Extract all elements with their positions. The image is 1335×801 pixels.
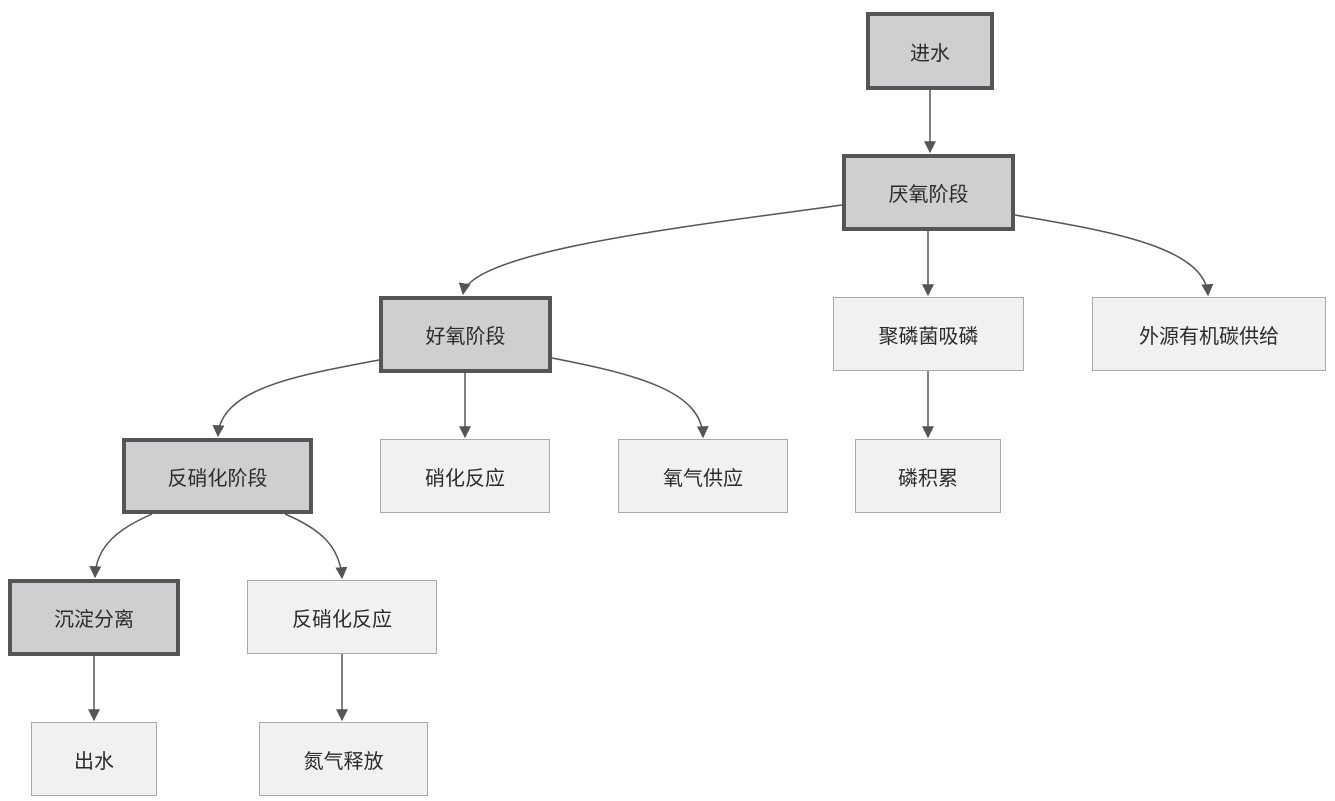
node-pao-phosphorus-uptake: 聚磷菌吸磷 [833,297,1024,371]
node-effluent: 出水 [31,722,157,796]
edge-aerobic-to-oxygen-supply [551,357,709,439]
node-oxygen-supply: 氧气供应 [618,439,788,513]
node-denitrification-reaction: 反硝化反应 [247,580,437,654]
node-settling-separation: 沉淀分离 [8,579,180,656]
edge-anaerobic-to-external-carbon [1014,214,1214,297]
node-nitrification: 硝化反应 [380,439,550,513]
node-anaerobic-stage: 厌氧阶段 [842,154,1015,231]
edge-denitrification-stage-to-denitrification-reaction [284,513,348,580]
node-denitrification-stage: 反硝化阶段 [122,438,313,514]
node-intake: 进水 [866,12,994,90]
edge-denitrification-stage-to-settling [89,513,153,579]
edge-aerobic-to-denitrification-stage [212,359,380,438]
node-phosphorus-accumulation: 磷积累 [855,439,1001,513]
node-nitrogen-release: 氮气释放 [259,722,428,796]
edge-anaerobic-to-aerobic [458,204,843,296]
node-aerobic-stage: 好氧阶段 [379,296,552,373]
node-external-carbon-supply: 外源有机碳供给 [1092,297,1326,371]
